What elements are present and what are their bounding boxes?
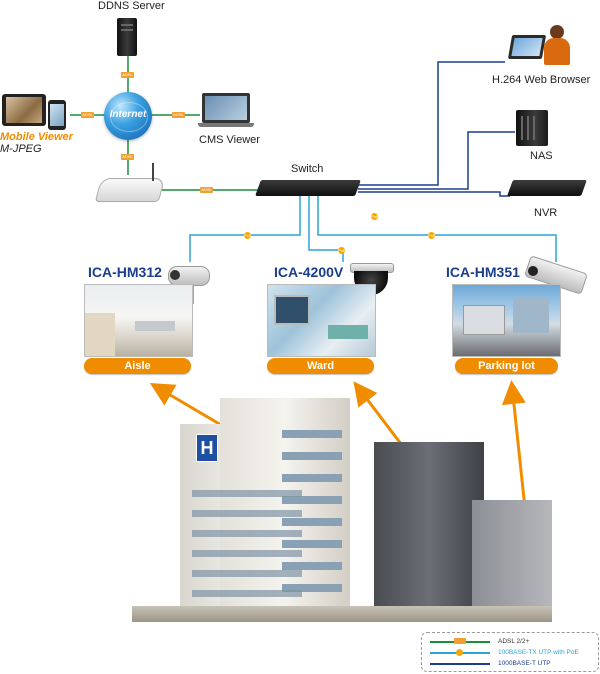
ward-photo [267, 284, 376, 357]
cms-viewer-label: CMS Viewer [199, 134, 260, 146]
web-browser-label: H.264 Web Browser [492, 74, 591, 86]
switch-label: Switch [291, 163, 324, 175]
laptop-icon [202, 93, 250, 123]
hospital-building [132, 390, 552, 622]
nvr-label: NVR [534, 207, 558, 219]
camera-model-4200v: ICA-4200V [274, 264, 344, 280]
ddns-server-label: DDNS Server [98, 0, 165, 12]
poe-dot-hm351: PoE [428, 232, 436, 239]
gigabit-line-browser [358, 61, 505, 186]
location-label-parking-lot: Parking lot [455, 358, 558, 374]
ddns-server-icon [117, 18, 137, 56]
location-label-ward: Ward [267, 358, 374, 374]
legend-dot-poe [456, 649, 463, 656]
legend-row-gigabit: 1000BASE-T UTP [422, 658, 598, 669]
aisle-photo [84, 284, 193, 357]
nas-label: NAS [530, 150, 553, 162]
location-label-aisle: Aisle [84, 358, 191, 374]
web-browser-laptop-icon [507, 35, 547, 59]
mobile-viewer-sublabel: M-JPEG [0, 143, 42, 155]
adsl-tag-ddns: ADSL [121, 72, 134, 78]
adsl-tag-cms: ADSL [172, 112, 185, 118]
camera-model-hm351: ICA-HM351 [446, 264, 520, 280]
adsl-tag-switch: ADSL [200, 187, 213, 193]
nas-icon [516, 110, 548, 146]
legend-label-poe: 100BASE-TX UTP with PoE [498, 649, 579, 656]
adsl-tag-router: ADSL [121, 154, 134, 160]
router-icon [94, 178, 166, 202]
poe-line-hm351 [317, 196, 557, 262]
tablet-icon [2, 94, 46, 126]
poe-dot-hm312: PoE [244, 232, 252, 239]
hospital-sign: H [196, 434, 218, 462]
mobile-viewer-label: Mobile Viewer [0, 131, 73, 143]
legend-tag-adsl [454, 638, 466, 644]
hospital-sign-letter: H [200, 438, 214, 458]
gigabit-line-nvr [358, 191, 510, 197]
adsl-tag-mobile: ADSL [81, 112, 94, 118]
parking-lot-photo [452, 284, 561, 357]
bullet-camera-icon-hm351 [524, 255, 588, 296]
legend-row-poe: 100BASE-TX UTP with PoE [422, 647, 598, 658]
router-antenna [152, 163, 154, 181]
internet-globe-icon [104, 92, 152, 140]
gigabit-line-nas [358, 131, 515, 190]
poe-dot-center: PoE [371, 213, 379, 220]
user-person-icon [544, 25, 570, 65]
laptop-base [198, 123, 254, 127]
internet-label: Internet [109, 109, 147, 120]
camera-model-hm312: ICA-HM312 [88, 264, 162, 280]
legend-line-gigabit [430, 663, 490, 665]
poe-line-hm312 [189, 196, 301, 262]
switch-icon [255, 180, 361, 196]
legend-row-adsl: ADSL 2/2+ [422, 636, 598, 647]
phone-icon [48, 100, 66, 130]
poe-dot-4200v: PoE [338, 247, 346, 254]
legend-label-gigabit: 1000BASE-T UTP [498, 660, 551, 667]
legend-label-adsl: ADSL 2/2+ [498, 638, 530, 645]
legend: ADSL 2/2+ 100BASE-TX UTP with PoE 1000BA… [421, 632, 599, 672]
nvr-icon [507, 180, 587, 196]
poe-line-4200v [308, 196, 344, 262]
